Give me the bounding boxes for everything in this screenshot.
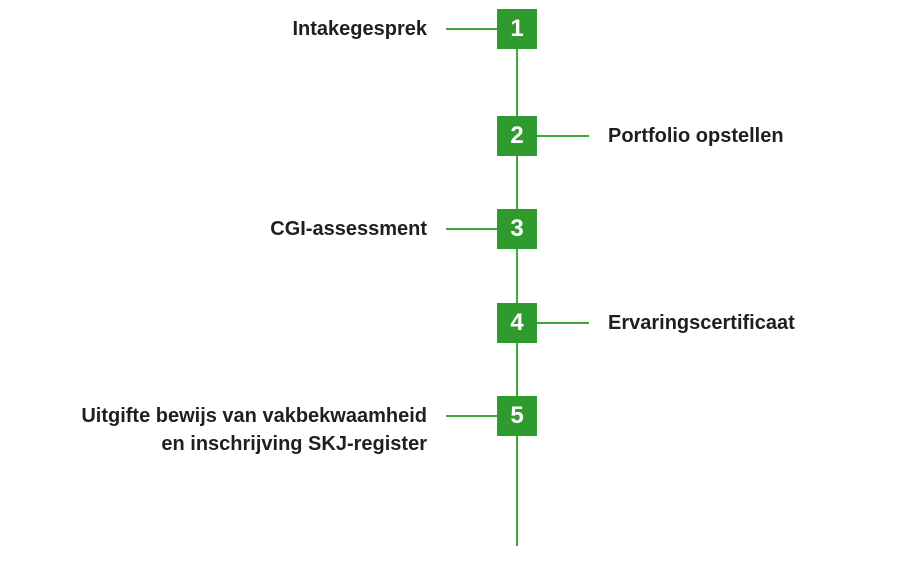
step-connector [537, 135, 589, 137]
step-number-badge: 3 [497, 209, 537, 249]
step-number-badge: 2 [497, 116, 537, 156]
step-number-badge: 5 [497, 396, 537, 436]
step-number-badge: 4 [497, 303, 537, 343]
step-connector [446, 28, 497, 30]
timeline-step-2: 2 Portfolio opstellen [0, 116, 903, 156]
timeline-spine [516, 29, 518, 546]
step-label: Intakegesprek [292, 18, 427, 40]
step-label-line-1: Uitgifte bewijs van vakbekwaamheid [81, 405, 427, 427]
step-connector [446, 228, 497, 230]
step-label-line-2: en inschrijving SKJ-register [161, 433, 427, 455]
step-label: Portfolio opstellen [608, 125, 784, 147]
step-connector [537, 322, 589, 324]
step-connector [446, 415, 497, 417]
timeline-step-1: 1 Intakegesprek [0, 9, 903, 49]
timeline-step-5: 5 Uitgifte bewijs van vakbekwaamheid en … [0, 396, 903, 455]
timeline-step-4: 4 Ervaringscertificaat [0, 303, 903, 343]
timeline-step-3: 3 CGI-assessment [0, 209, 903, 249]
step-label: Ervaringscertificaat [608, 312, 795, 334]
step-label: Uitgifte bewijs van vakbekwaamheid en in… [81, 402, 427, 458]
step-label: CGI-assessment [270, 218, 427, 240]
step-number-badge: 1 [497, 9, 537, 49]
